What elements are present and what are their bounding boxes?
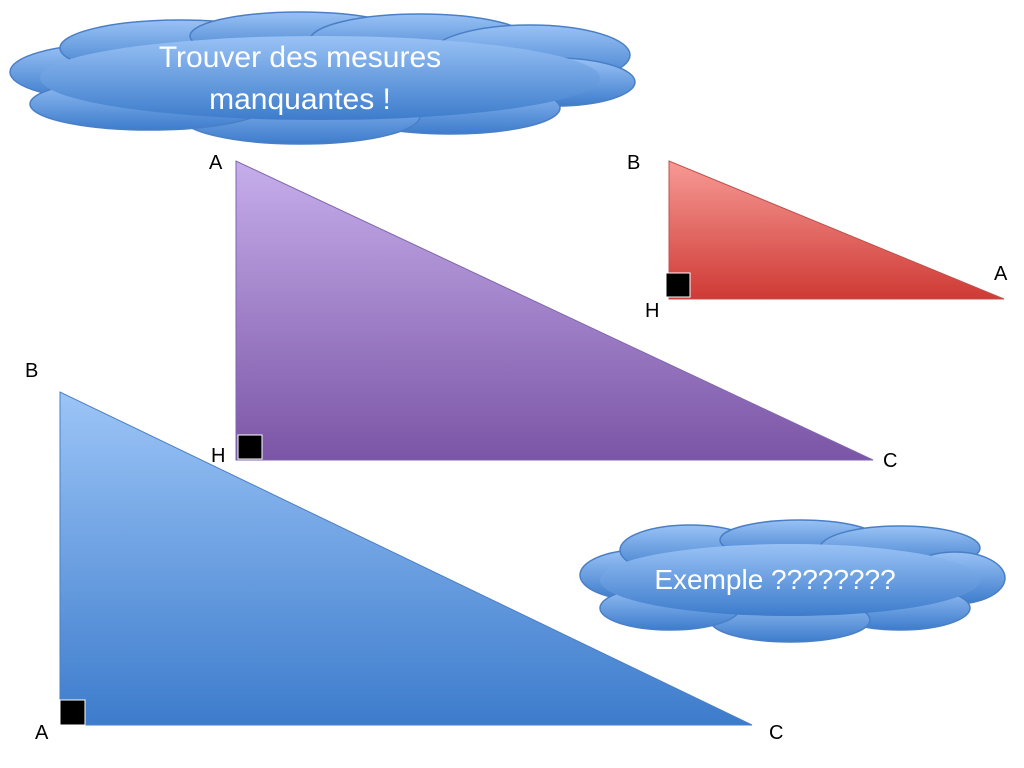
- title-line-1: Trouver des mesures: [158, 41, 442, 74]
- title-line-2: manquantes !: [209, 83, 391, 116]
- purple-triangle-shape: [235, 160, 874, 461]
- blue-label-right: C: [769, 722, 784, 744]
- red-right-angle-marker: [665, 272, 691, 298]
- blue-right-angle-marker: [59, 699, 86, 726]
- purple-label-right-angle: H: [211, 445, 226, 467]
- red-triangle: [665, 160, 1005, 300]
- purple-triangle: [235, 160, 874, 461]
- red-label-right: A: [994, 263, 1008, 285]
- example-cloud: [579, 519, 1006, 643]
- blue-label-top: B: [25, 360, 39, 382]
- red-label-right-angle: H: [645, 300, 660, 322]
- purple-label-right: C: [883, 450, 898, 472]
- red-triangle-shape: [668, 160, 1005, 300]
- purple-label-top: A: [209, 152, 223, 174]
- red-label-top: B: [627, 152, 641, 174]
- blue-triangle: [59, 391, 753, 726]
- blue-triangle-shape: [59, 391, 753, 726]
- example-cloud-text: Exemple ????????: [654, 564, 896, 595]
- title-cloud: [9, 11, 636, 145]
- purple-right-angle-marker: [237, 434, 263, 460]
- blue-label-right-angle: A: [35, 722, 49, 744]
- title-cloud-text: Trouver des mesures manquantes !: [120, 37, 480, 121]
